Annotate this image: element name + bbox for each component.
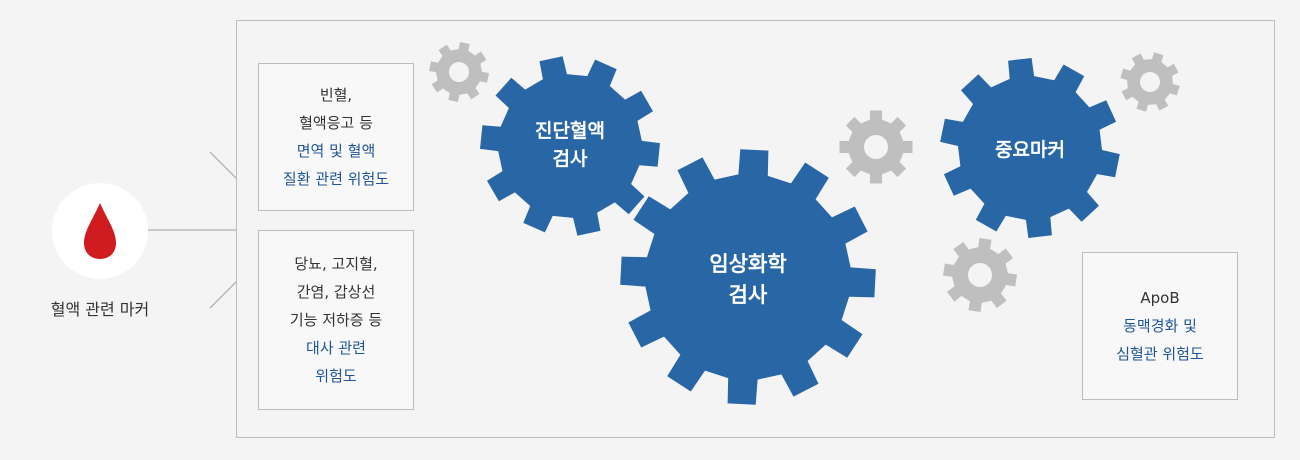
apob-risk-line-2: 심혈관 위험도: [1116, 345, 1204, 363]
metabolic-line-1: 당뇨, 고지혈,: [294, 255, 378, 273]
metabolic-line-2: 간염, 갑상선: [296, 283, 376, 301]
bracket-line-top: [209, 151, 237, 179]
diagnostic-gear-label: 진단혈액 검사: [500, 110, 640, 180]
metabolic-risk-line-2: 위험도: [315, 367, 357, 385]
diagnostic-gear: [480, 56, 660, 236]
diagnostic-gear-line-1: 진단혈액: [535, 119, 605, 142]
key-marker-gear: [940, 58, 1120, 238]
key-marker-gear-line-1: 중요마커: [995, 138, 1065, 161]
blood-drop-icon: [84, 203, 116, 259]
apob-risk-line-1: 동맥경화 및: [1123, 317, 1197, 335]
apob-box: ApoB 동맥경화 및 심혈관 위험도: [1082, 252, 1238, 400]
blood-marker-label: 혈액 관련 마커: [50, 300, 150, 319]
small-gray-gear-middle-hole: [864, 135, 888, 159]
clinical-gear-line-1: 임상화학: [709, 251, 787, 276]
key-marker-gear-label: 중요마커: [960, 130, 1100, 170]
anemia-line-1: 빈혈,: [319, 86, 353, 104]
apob-line-1: ApoB: [1140, 289, 1180, 307]
anemia-risk-line-2: 질환 관련 위험도: [282, 170, 390, 188]
blood-marker-circle: [52, 183, 148, 279]
small-gray-gear-bottom-hole: [968, 263, 992, 287]
metabolic-box: 당뇨, 고지혈, 간염, 갑상선 기능 저하증 등 대사 관련 위험도: [258, 230, 414, 410]
metabolic-line-3: 기능 저하증 등: [289, 311, 383, 329]
small-gray-gear-top-left-hole: [449, 62, 469, 82]
anemia-risk-line-1: 면역 및 혈액: [296, 142, 376, 160]
bracket-line-bottom: [209, 281, 237, 309]
clinical-gear-line-2: 검사: [728, 283, 768, 307]
diagnostic-gear-line-2: 검사: [552, 148, 588, 170]
clinical-gear: [620, 149, 876, 405]
metabolic-risk-line-1: 대사 관련: [306, 339, 366, 357]
small-gray-gear-top-right-hole: [1140, 72, 1160, 92]
anemia-box: 빈혈, 혈액응고 등 면역 및 혈액 질환 관련 위험도: [258, 63, 414, 211]
anemia-line-2: 혈액응고 등: [299, 114, 373, 132]
clinical-gear-label: 임상화학 검사: [668, 240, 828, 320]
